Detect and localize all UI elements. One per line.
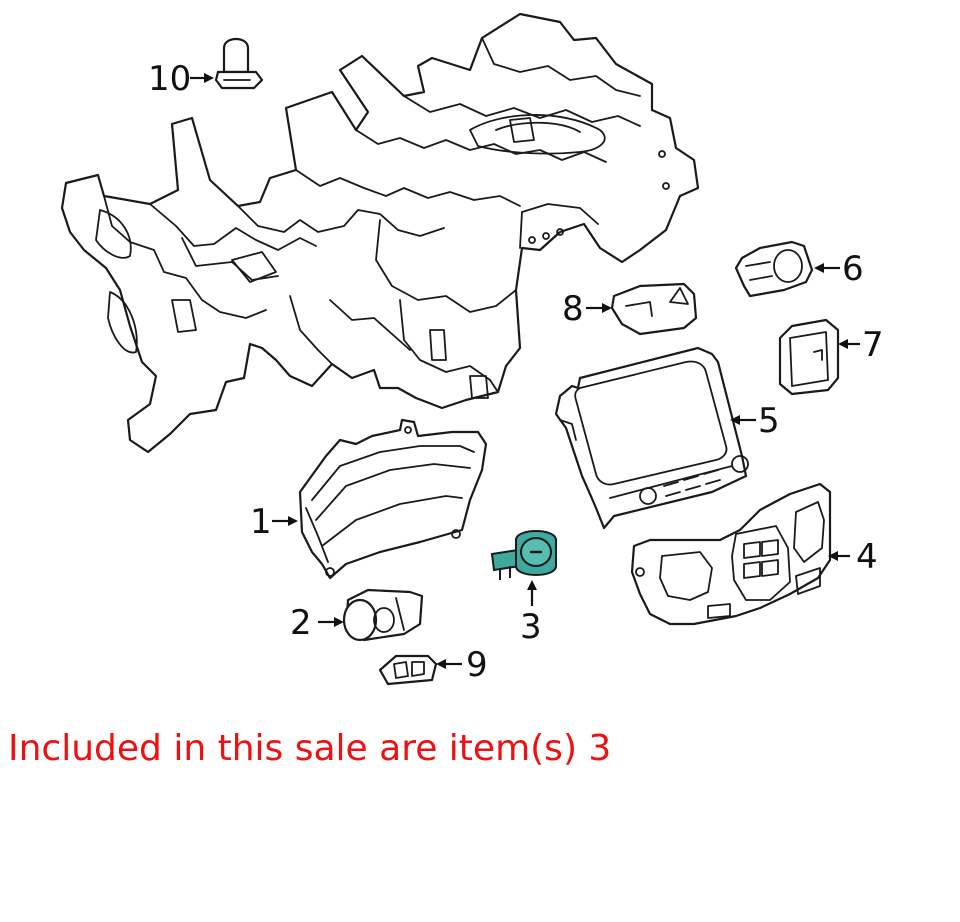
callout-5: 5	[758, 401, 780, 441]
instrument-panel-frame	[60, 12, 700, 454]
part-8-hazard-switch	[610, 282, 698, 336]
callout-7: 7	[862, 325, 884, 365]
part-10-bulb-socket	[214, 37, 264, 90]
callout-10: 10	[148, 59, 191, 99]
leader-arrows	[190, 73, 860, 669]
part-1-instrument-cluster	[298, 418, 488, 580]
callout-2: 2	[290, 603, 312, 643]
part-3-ignition-switch	[490, 530, 557, 580]
callout-3: 3	[520, 607, 542, 647]
sale-items-caption: Included in this sale are item(s) 3	[8, 728, 612, 769]
part-6-switch-module	[734, 240, 814, 298]
callout-1: 1	[250, 502, 272, 542]
parts-diagram: 10 1 2 3 4 5 6 7 8 9	[60, 12, 884, 686]
callout-4: 4	[856, 537, 878, 577]
part-7-switch-bezel	[778, 318, 840, 396]
callout-6: 6	[842, 249, 864, 289]
part-4-control-panel	[630, 482, 832, 626]
part-9-switch-panel	[378, 654, 438, 686]
callout-8: 8	[562, 289, 584, 329]
callout-9: 9	[466, 645, 488, 685]
part-5-display-unit	[554, 346, 749, 530]
part-2-headlamp-switch	[342, 588, 424, 642]
